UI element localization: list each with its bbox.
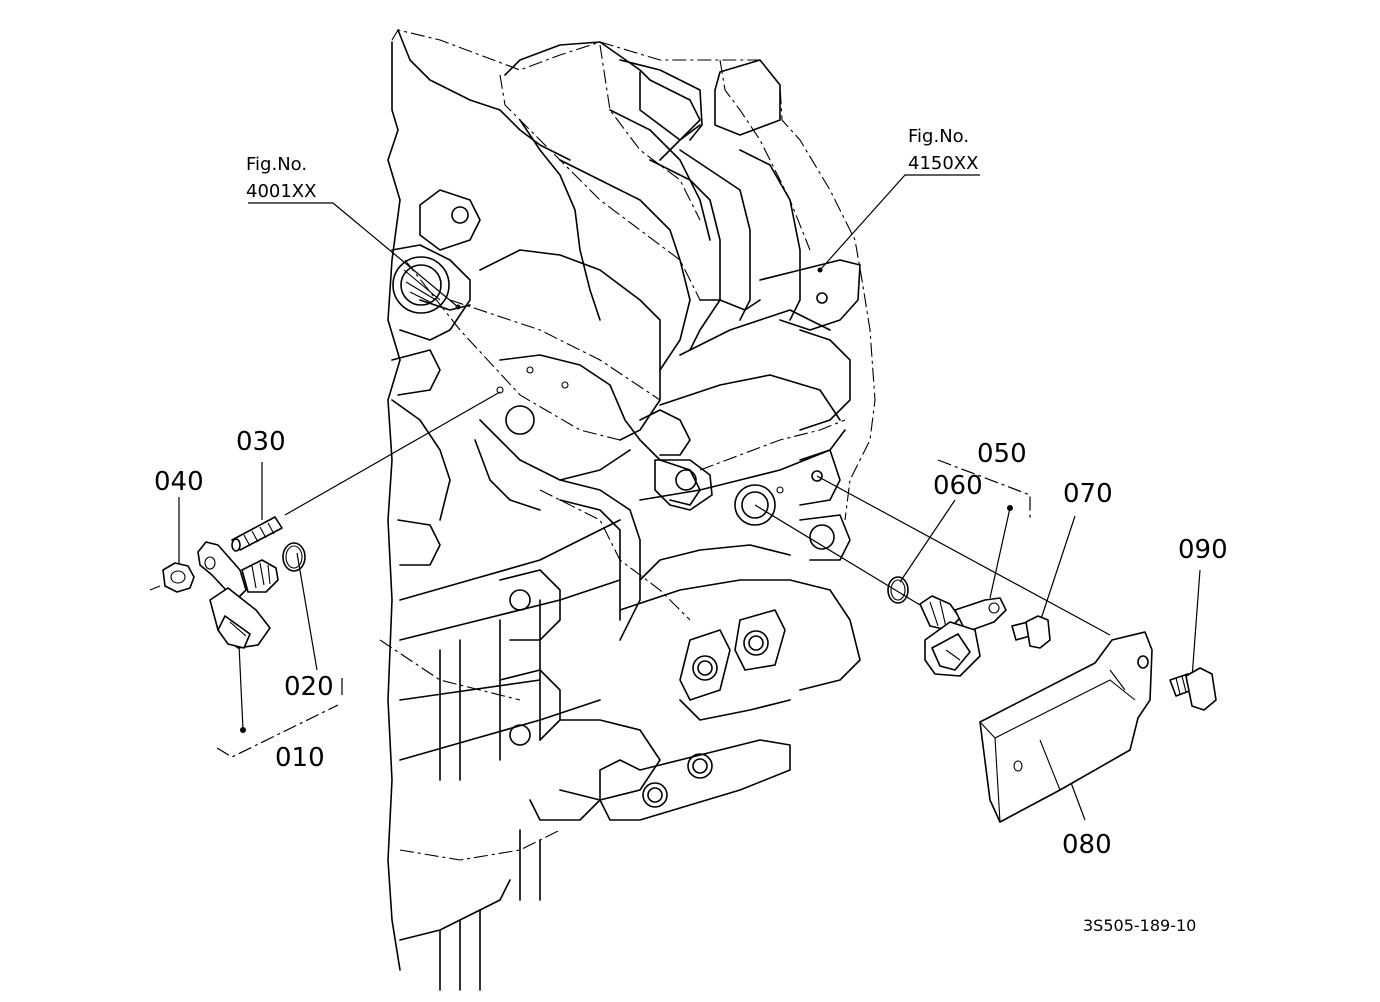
part-020-o-ring [282, 542, 306, 572]
part-090-bolt [1169, 667, 1217, 711]
figure-reference-4150xx: Fig.No. 4150XX [908, 126, 978, 174]
fig-ref-4150xx-line1: Fig.No. [908, 126, 969, 147]
part-label-010: 010 [275, 743, 325, 773]
fig-ref-4001xx-line2: 4001XX [246, 181, 316, 202]
part-label-050: 050 [977, 439, 1027, 469]
part-080-cover [979, 631, 1153, 823]
engine-housing [379, 29, 876, 991]
figure-reference-4001xx: Fig.No. 4001XX [246, 154, 316, 202]
leader-lines [178, 174, 1201, 821]
part-label-020: 020 [284, 672, 334, 702]
part-label-040: 040 [154, 467, 204, 497]
part-010-sensor [197, 541, 279, 649]
drawing-code: 3S505-189-10 [1083, 916, 1196, 935]
part-label-030: 030 [236, 427, 286, 457]
part-label-060: 060 [933, 471, 983, 501]
part-label-070: 070 [1063, 479, 1113, 509]
fig-ref-4001xx-line1: Fig.No. [246, 154, 307, 175]
part-060-o-ring [887, 576, 909, 604]
part-040-nut [149, 562, 195, 593]
part-label-080: 080 [1062, 830, 1112, 860]
part-030-stud [231, 516, 283, 552]
fig-ref-4150xx-line2: 4150XX [908, 153, 978, 174]
part-050-sensor [919, 595, 1007, 677]
part-070-bolt [1011, 615, 1051, 649]
part-label-090: 090 [1178, 535, 1228, 565]
